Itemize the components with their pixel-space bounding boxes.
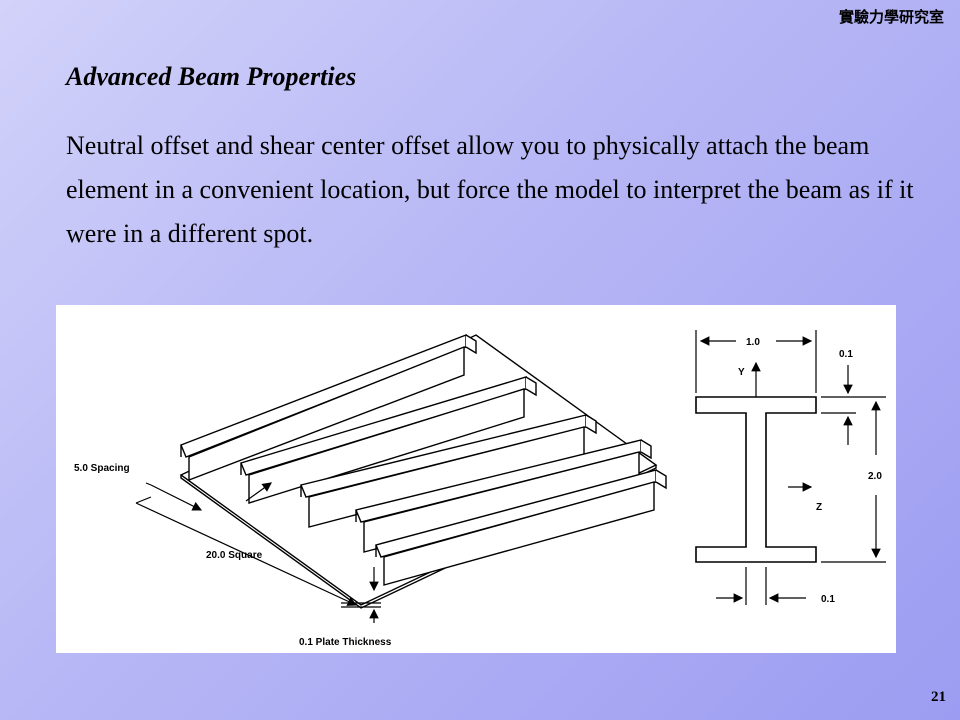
height-label: 2.0 (868, 471, 882, 482)
stiffener-1 (180, 333, 477, 482)
stiffener-4 (355, 439, 652, 553)
flange-thickness-dimension (821, 365, 856, 445)
page-number: 21 (931, 689, 946, 705)
lab-name: 實驗力學研究室 (838, 8, 944, 26)
plate-thickness-label: 0.1 Plate Thickness (299, 637, 392, 648)
z-axis-label: Z (816, 502, 822, 513)
web-thickness-dimension (716, 567, 806, 605)
flange-thickness-label: 0.1 (839, 349, 853, 360)
slide-title: Advanced Beam Properties (66, 62, 357, 91)
web-thickness-label: 0.1 (821, 594, 835, 605)
i-beam-section (695, 396, 817, 563)
thickness-dimension (341, 567, 381, 623)
square-dimension (135, 496, 358, 606)
beam-figure: 5.0 Spacing 20.0 Square 0.1 Plate Thickn… (56, 305, 896, 653)
y-axis-label: Y (738, 367, 745, 378)
slide-body-text: Neutral offset and shear center offset a… (66, 131, 914, 248)
beam-drawing: 5.0 Spacing 20.0 Square 0.1 Plate Thickn… (74, 330, 886, 648)
stiffener-2 (240, 376, 537, 504)
width-dimension (695, 330, 817, 393)
height-dimension (821, 396, 886, 563)
square-label: 20.0 Square (206, 550, 263, 561)
spacing-dimension (145, 482, 272, 511)
stiffener-5 (375, 469, 667, 586)
spacing-label: 5.0 Spacing (74, 463, 130, 474)
width-label: 1.0 (746, 337, 760, 348)
